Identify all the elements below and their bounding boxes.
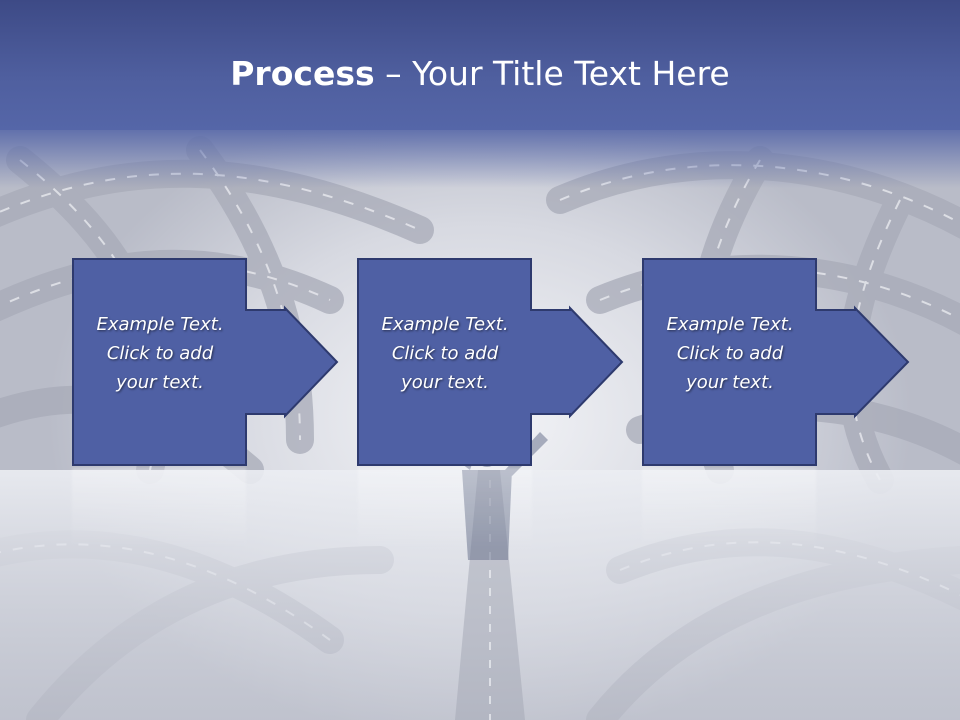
step-1-text[interactable]: Example Text. Click to add your text. [96, 314, 224, 393]
step-3-text[interactable]: Example Text. Click to add your text. [666, 314, 794, 393]
title-bold: Process [230, 54, 375, 93]
step-2-text[interactable]: Example Text. Click to add your text. [381, 314, 509, 393]
title-rest: Your Title Text Here [412, 54, 730, 93]
step-reflections [72, 468, 816, 548]
arrow-box-shape-2 [357, 258, 624, 466]
process-step-2[interactable]: Example Text. Click to add your text. [357, 258, 624, 466]
process-step-1[interactable]: Example Text. Click to add your text. [72, 258, 339, 466]
slide-title[interactable]: Process – Your Title Text Here [0, 52, 960, 96]
arrow-box-shape-1 [72, 258, 339, 466]
arrow-box-shape-3 [642, 258, 910, 466]
title-bar [0, 0, 960, 130]
title-dash: – [374, 54, 413, 93]
title-bar-fade [0, 128, 960, 188]
process-step-3[interactable]: Example Text. Click to add your text. [642, 258, 910, 466]
